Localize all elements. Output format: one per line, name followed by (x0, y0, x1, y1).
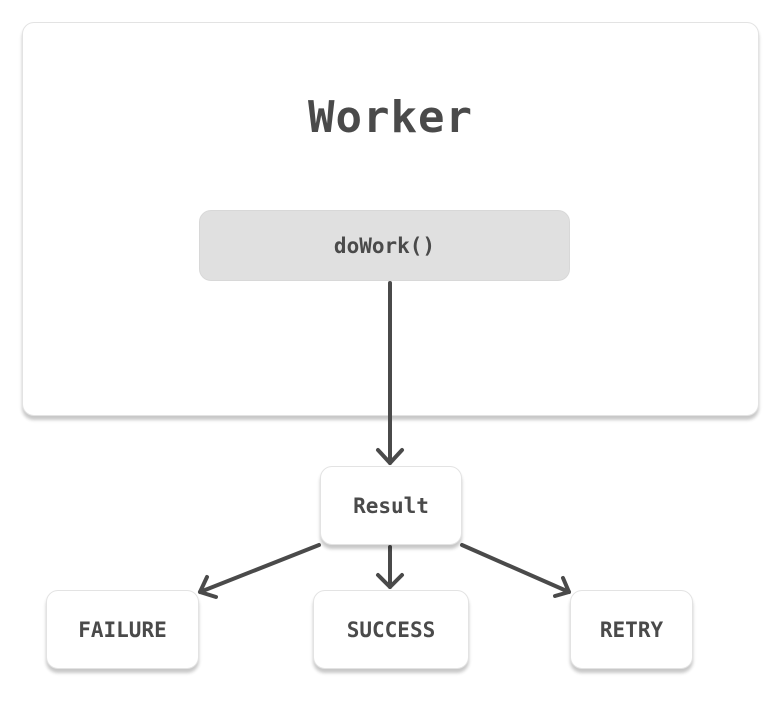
retry-node: RETRY (570, 590, 693, 669)
success-node: SUCCESS (313, 590, 469, 669)
failure-node: FAILURE (46, 590, 199, 669)
arrow-result-to-retry (460, 543, 571, 594)
result-node: Result (320, 466, 462, 545)
arrowhead-failure (198, 575, 218, 599)
arrowhead-success (376, 573, 404, 589)
arrowhead-retry (553, 576, 571, 598)
worker-title: Worker (308, 92, 473, 143)
dowork-method-box: doWork() (199, 210, 570, 281)
arrowhead-result (376, 448, 404, 465)
arrow-result-to-failure (198, 543, 321, 594)
